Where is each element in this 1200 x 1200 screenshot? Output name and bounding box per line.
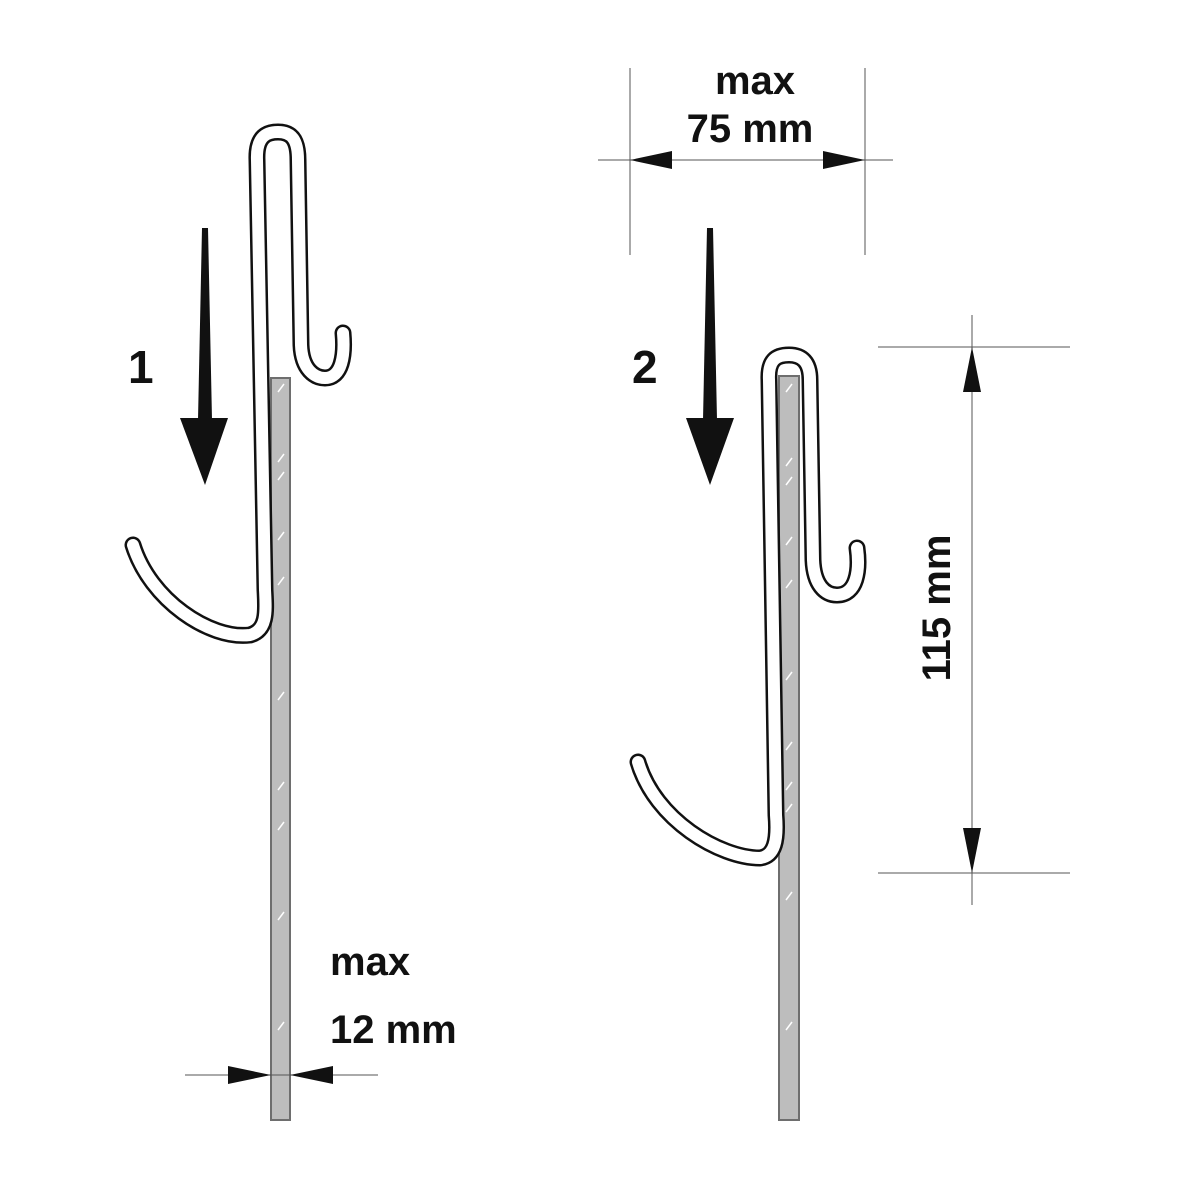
glass-panel-1 bbox=[270, 377, 291, 1121]
down-arrow-2-icon bbox=[686, 228, 734, 485]
step-label-1: 1 bbox=[128, 341, 154, 393]
width-dimension bbox=[598, 68, 893, 255]
hook-2 bbox=[638, 355, 858, 858]
thickness-dimension bbox=[185, 1066, 378, 1084]
step-label-2: 2 bbox=[632, 341, 658, 393]
down-arrow-1-icon bbox=[180, 228, 228, 485]
thickness-max-label: max bbox=[330, 940, 410, 984]
height-dimension bbox=[878, 315, 1070, 905]
width-value: 75 mm bbox=[687, 107, 814, 151]
height-value: 115 mm bbox=[915, 535, 959, 682]
width-max-label: max bbox=[715, 59, 795, 103]
hook-1 bbox=[133, 132, 344, 635]
thickness-value: 12 mm bbox=[330, 1008, 457, 1052]
